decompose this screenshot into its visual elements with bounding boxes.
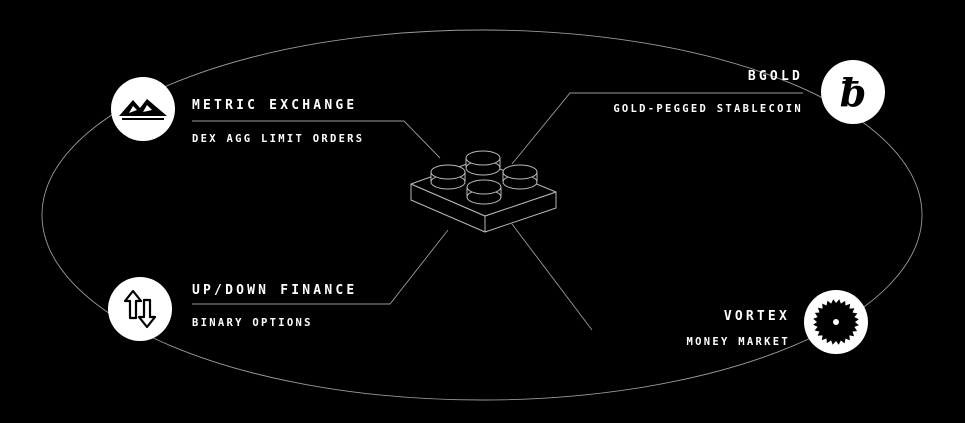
- node-vortex[interactable]: VORTEX MONEY MARKET: [687, 290, 868, 354]
- metric-subtitle: DEX AGG LIMIT ORDERS: [192, 133, 364, 145]
- metric-title: METRIC EXCHANGE: [192, 98, 357, 113]
- node-bgold[interactable]: ƀ BGOLD GOLD-PEGGED STABLECOIN: [613, 60, 885, 124]
- vortex-title: VORTEX: [724, 309, 790, 324]
- brick-stud: [502, 164, 538, 190]
- connector-vortex: [511, 223, 593, 331]
- saw-blade-icon: [813, 299, 859, 345]
- updown-subtitle: BINARY OPTIONS: [192, 317, 313, 329]
- lego-brick-icon: [410, 150, 557, 233]
- b-stroke-icon: ƀ: [840, 70, 867, 115]
- bgold-badge: [821, 60, 885, 124]
- brick-stud: [466, 179, 502, 205]
- updown-title: UP/DOWN FINANCE: [192, 283, 357, 298]
- node-metric-exchange[interactable]: METRIC EXCHANGE DEX AGG LIMIT ORDERS: [111, 77, 364, 145]
- bgold-subtitle: GOLD-PEGGED STABLECOIN: [613, 103, 803, 115]
- vortex-subtitle: MONEY MARKET: [687, 336, 790, 348]
- mountain-icon: [119, 99, 167, 120]
- brick-stud: [465, 150, 501, 176]
- orbit-ellipse: [41, 29, 923, 401]
- brick-stud: [430, 164, 466, 190]
- node-updown-finance[interactable]: UP/DOWN FINANCE BINARY OPTIONS: [108, 277, 357, 341]
- bgold-title: BGOLD: [748, 69, 803, 84]
- connector-bgold: [511, 92, 803, 165]
- updown-badge: [108, 277, 172, 341]
- saw-blade-hub: [833, 319, 839, 325]
- connector-metric: [192, 120, 441, 159]
- connector-updown: [192, 229, 449, 305]
- up-down-arrows-icon: [123, 289, 157, 329]
